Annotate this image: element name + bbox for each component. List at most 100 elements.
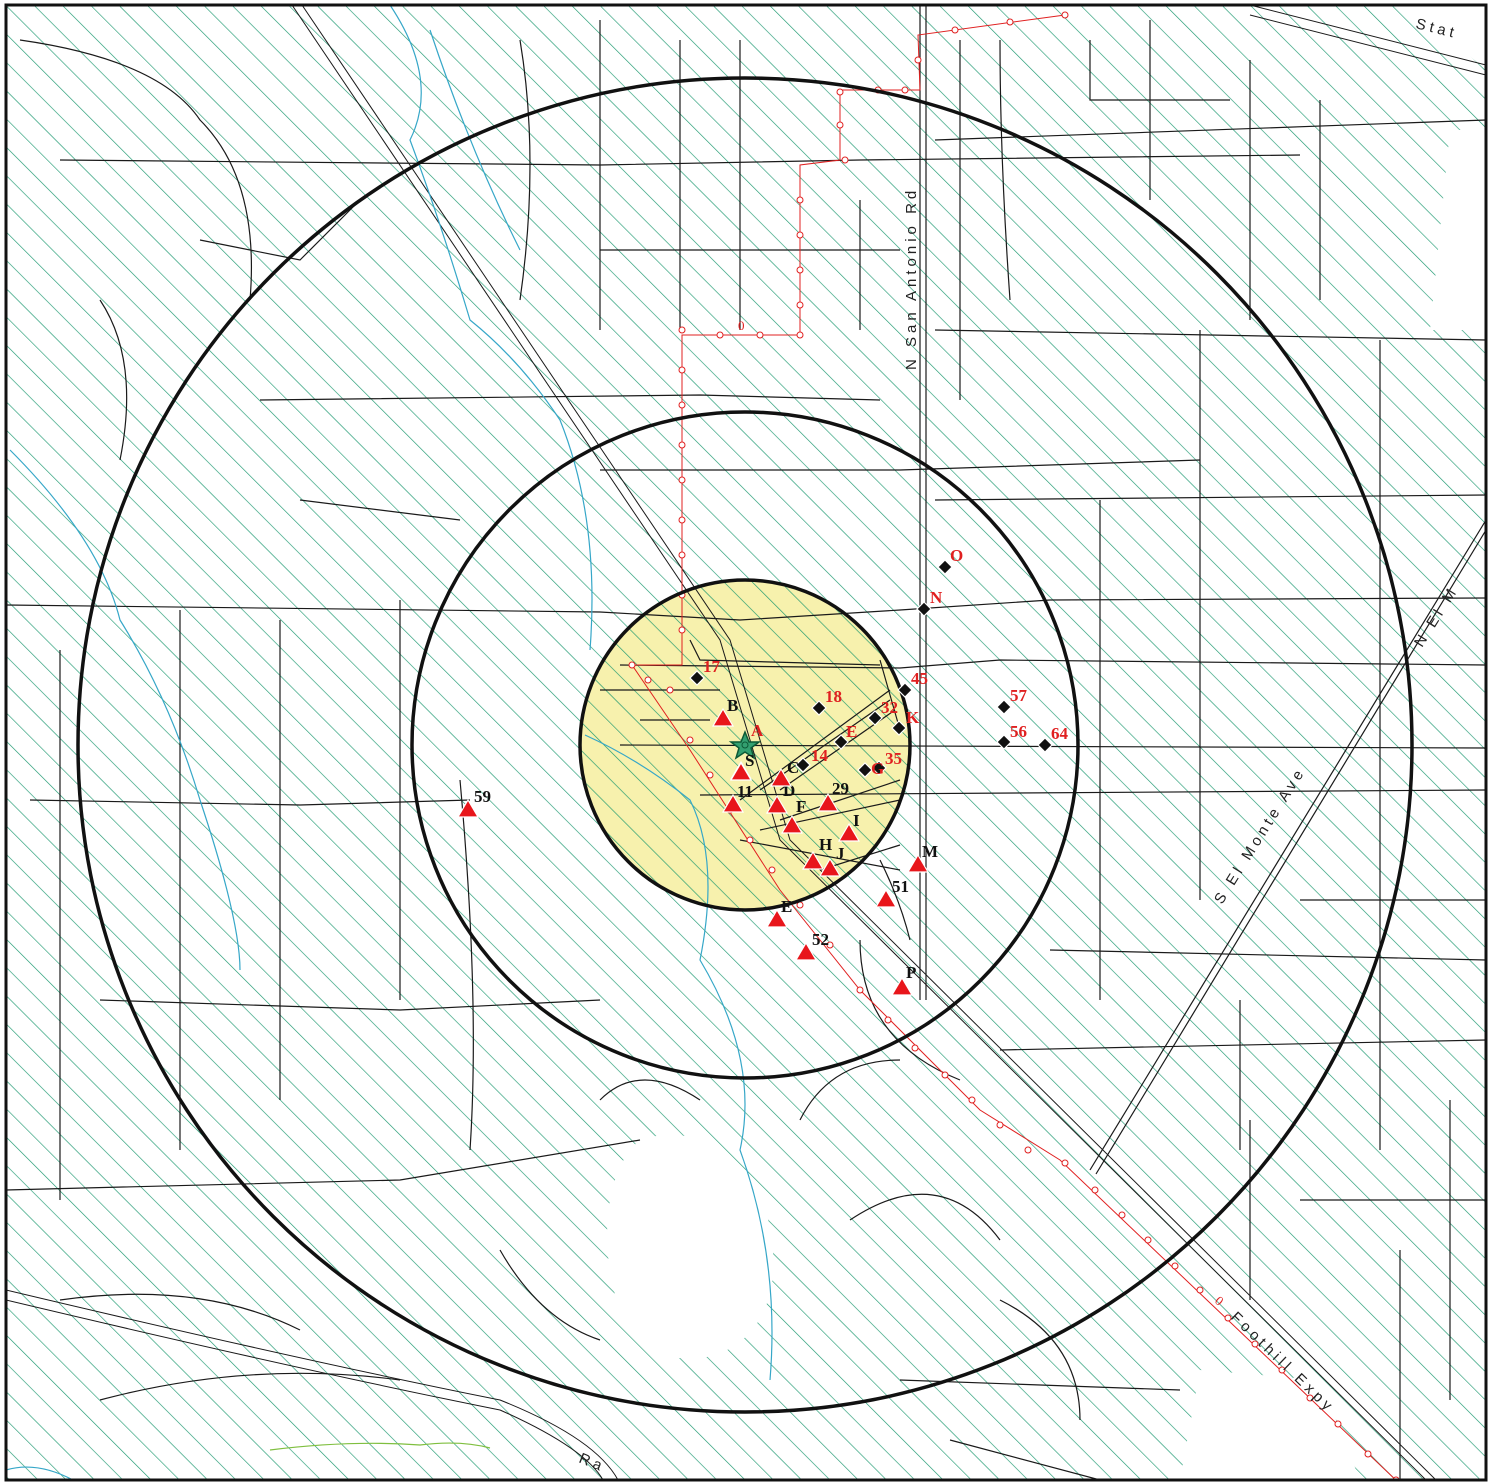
diamond-site[interactable]: 18 xyxy=(811,687,842,716)
streams xyxy=(6,5,773,1480)
ring-inner xyxy=(578,578,912,912)
diamond-icon xyxy=(871,760,887,776)
triangle-site-label: C xyxy=(787,758,799,777)
diamond-icon xyxy=(1037,737,1053,753)
diamond-site[interactable]: 32 xyxy=(867,698,898,726)
diamond-icon xyxy=(996,734,1012,750)
diamond-site[interactable]: 14 xyxy=(795,746,829,773)
triangle-site-label: J xyxy=(836,844,845,863)
diamond-icon xyxy=(891,720,907,736)
el-monte-avenue xyxy=(1089,519,1486,1175)
triangle-site[interactable]: J xyxy=(818,844,845,877)
triangle-site-label: H xyxy=(819,835,832,854)
diamond-site[interactable]: E xyxy=(833,722,857,750)
triangle-icon xyxy=(780,814,804,834)
diamond-icon xyxy=(811,700,827,716)
triangle-site[interactable]: M xyxy=(906,842,938,873)
triangle-icon xyxy=(794,941,818,961)
diamond-site-label: 18 xyxy=(825,687,842,706)
diamond-site-label: 35 xyxy=(885,749,902,768)
triangle-site-label: 52 xyxy=(812,930,829,949)
triangle-site[interactable]: 29 xyxy=(816,779,849,812)
triangle-site[interactable]: B xyxy=(711,696,738,727)
triangle-site[interactable] xyxy=(729,761,753,781)
star-icon xyxy=(728,729,762,760)
triangle-site[interactable]: 52 xyxy=(794,930,829,961)
triangle-site-label: 29 xyxy=(832,779,849,798)
triangle-site-label: M xyxy=(922,842,938,861)
diamond-site[interactable]: 64 xyxy=(1037,724,1069,753)
diamond-site-label: 64 xyxy=(1051,724,1069,743)
triangle-icon xyxy=(874,888,898,908)
triangle-site-label: 59 xyxy=(474,787,491,806)
diamond-site-label: 56 xyxy=(1010,722,1027,741)
diamond-site-label: K xyxy=(906,708,920,727)
diamond-site-label: O xyxy=(950,546,963,565)
ring-outer xyxy=(76,76,1414,1414)
triangle-site[interactable]: H xyxy=(801,835,832,870)
triangle-site-label: 11 xyxy=(737,782,753,801)
diamond-site[interactable]: G xyxy=(871,759,887,778)
diamond-sites: 17 18E 32 45K 14 35G N O 57 56 64 xyxy=(689,546,1069,778)
diamond-icon xyxy=(689,670,705,686)
diamond-site[interactable]: 17 xyxy=(689,657,721,686)
triangle-icon xyxy=(769,767,793,787)
triangle-site-label: A xyxy=(751,721,764,740)
triangle-icon xyxy=(765,794,789,814)
triangle-site[interactable]: C xyxy=(769,758,799,787)
diamond-icon xyxy=(833,734,849,750)
diamond-site[interactable]: N xyxy=(916,588,943,617)
triangle-icon xyxy=(801,850,825,870)
triangle-site[interactable]: E xyxy=(765,897,792,928)
triangle-site-label: P xyxy=(906,963,916,982)
triangle-site[interactable]: 11 xyxy=(721,782,753,813)
triangle-icon xyxy=(765,908,789,928)
ring-middle xyxy=(410,410,1080,1080)
triangle-site[interactable]: 59 xyxy=(456,787,491,818)
diamond-site-label: 14 xyxy=(811,746,829,765)
label-san-antonio-road: N San Antonio Rd xyxy=(903,187,920,370)
diamond-icon xyxy=(897,682,913,698)
diamond-icon xyxy=(867,710,883,726)
triangle-icon xyxy=(711,707,735,727)
diamond-site-label: 32 xyxy=(881,698,898,717)
diamond-site[interactable]: 45 xyxy=(897,669,928,698)
street-network xyxy=(6,20,1486,1480)
diamond-site[interactable]: O xyxy=(937,546,963,575)
target-site-label: S xyxy=(745,751,754,770)
diamond-icon xyxy=(916,601,932,617)
triangle-site-label: E xyxy=(781,897,792,916)
triangle-site-label: 51 xyxy=(892,877,909,896)
triangle-icon xyxy=(837,822,861,842)
diamond-site[interactable]: 35 xyxy=(857,749,902,778)
diamond-icon xyxy=(937,559,953,575)
diamond-site-label: 57 xyxy=(1010,686,1028,705)
triangle-site-label: F xyxy=(796,797,806,816)
foothill-expressway xyxy=(291,5,1437,1480)
map-frame xyxy=(4,3,1488,1482)
diamond-site-label: G xyxy=(871,759,884,778)
diamond-site-label: 45 xyxy=(911,669,928,688)
diamond-site[interactable]: 57 xyxy=(996,686,1028,715)
triangle-site[interactable]: I xyxy=(837,811,861,842)
diamond-site-label: 17 xyxy=(703,657,721,676)
diamond-icon xyxy=(795,757,811,773)
triangle-icon xyxy=(456,798,480,818)
triangle-icon xyxy=(721,793,745,813)
triangle-icon xyxy=(890,976,914,996)
triangle-icon xyxy=(816,792,840,812)
diamond-site-label: N xyxy=(930,588,943,607)
diamond-icon xyxy=(996,699,1012,715)
diamond-site[interactable]: K xyxy=(891,708,920,736)
diamond-site[interactable]: 56 xyxy=(996,722,1027,750)
triangle-site[interactable]: P xyxy=(890,963,916,996)
triangle-icon xyxy=(729,761,753,781)
diamond-icon xyxy=(857,762,873,778)
diamond-site-label: E xyxy=(846,722,857,741)
triangle-site[interactable]: 51 xyxy=(874,877,909,908)
buffer-rings xyxy=(76,76,1414,1414)
triangle-site[interactable]: F xyxy=(780,797,806,834)
target-site[interactable]: S xyxy=(728,729,762,770)
